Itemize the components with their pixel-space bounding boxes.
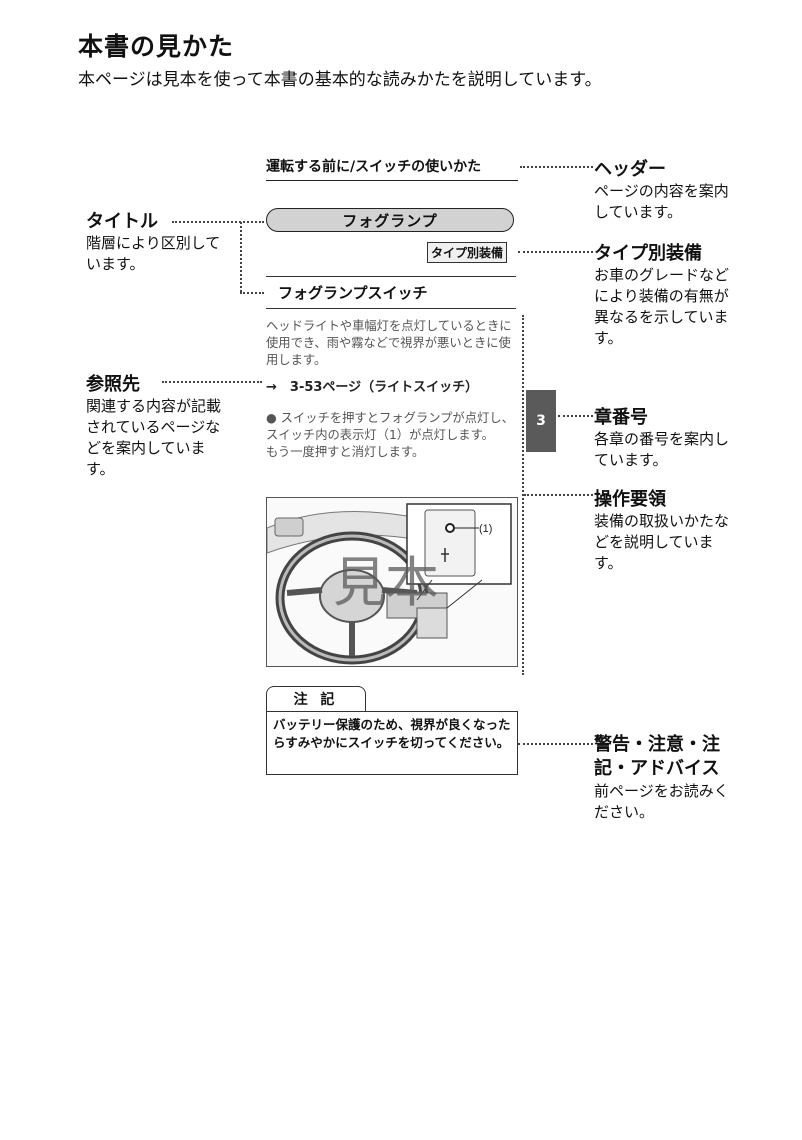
annotation-type-equipment: タイプ別装備 お車のグレードなどにより装備の有無が異なるを示しています。 xyxy=(594,239,739,349)
note-title: 注 記 xyxy=(266,686,366,712)
connector-operation xyxy=(524,494,593,496)
annotation-title-desc: 階層により区別しています。 xyxy=(86,234,221,273)
annotation-reference-label: 参照先 xyxy=(86,374,140,395)
annotation-chapter-desc: 各章の番号を案内しています。 xyxy=(594,430,730,469)
annotation-type-equipment-desc: お車のグレードなどにより装備の有無が異なるを示しています。 xyxy=(594,266,730,347)
annotation-operation-desc: 装備の取扱いかたなどを説明しています。 xyxy=(594,512,730,572)
annotation-title-label: タイトル xyxy=(86,211,158,232)
annotation-header: ヘッダー ページの内容を案内しています。 xyxy=(594,155,739,223)
annotation-title: タイトル 階層により区別しています。 xyxy=(86,207,231,275)
callout-label: (1) xyxy=(479,523,492,535)
annotation-type-equipment-label: タイプ別装備 xyxy=(594,243,702,264)
annotation-warning-desc: 前ページをお読みください。 xyxy=(594,782,729,821)
sample-watermark: 見本 xyxy=(333,551,439,614)
connector-operation-bracket xyxy=(522,315,524,675)
steering-wheel-illustration: (1) xyxy=(266,503,512,665)
annotation-chapter-label: 章番号 xyxy=(594,407,648,428)
chapter-tab: 3 xyxy=(526,390,556,452)
sample-reference: → 3-53ページ（ライトスイッチ） xyxy=(266,380,479,395)
sample-subtitle: フォグランプスイッチ xyxy=(266,276,516,309)
page-title: 本書の見かた xyxy=(78,32,235,61)
sample-header: 運転する前に/スイッチの使いかた xyxy=(266,156,518,181)
connector-title-sub xyxy=(240,222,242,292)
annotation-header-desc: ページの内容を案内しています。 xyxy=(594,182,729,221)
sample-body: ヘッドライトや車幅灯を点灯しているときに使用でき、雨や霧などで視界が悪いときに使… xyxy=(266,319,512,367)
connector-warning xyxy=(518,743,593,745)
annotation-operation-label: 操作要領 xyxy=(594,489,666,510)
connector-title-sub2 xyxy=(240,292,264,294)
connector-header xyxy=(520,166,593,168)
connector-title xyxy=(172,221,264,223)
intro-text: 本ページは見本を使って本書の基本的な読みかたを説明しています。 xyxy=(78,70,602,90)
annotation-header-label: ヘッダー xyxy=(594,159,666,180)
connector-chapter xyxy=(558,415,593,417)
annotation-chapter: 章番号 各章の番号を案内しています。 xyxy=(594,403,739,471)
type-badge: タイプ別装備 xyxy=(427,242,508,263)
sample-title: フォグランプ xyxy=(266,208,514,232)
annotation-warning: 警告・注意・注記・アドバイス 前ページをお読みください。 xyxy=(594,733,739,823)
annotation-operation: 操作要領 装備の取扱いかたなどを説明しています。 xyxy=(594,485,739,574)
connector-reference xyxy=(162,381,262,383)
dashboard-illustration: (1) 見本 xyxy=(266,497,518,667)
note-body: バッテリー保護のため、視界が良くなったらすみやかにスイッチを切ってください。 xyxy=(266,711,518,775)
annotation-reference: 参照先 関連する内容が記載されているページなどを案内しています。 xyxy=(86,370,231,480)
connector-type xyxy=(518,251,593,253)
sample-bullet: ● スイッチを押すとフォグランプが点灯し、スイッチ内の表示灯（1）が点灯します。… xyxy=(266,411,514,459)
annotation-warning-label: 警告・注意・注記・アドバイス xyxy=(594,734,720,779)
annotation-reference-desc: 関連する内容が記載されているページなどを案内しています。 xyxy=(86,397,222,478)
